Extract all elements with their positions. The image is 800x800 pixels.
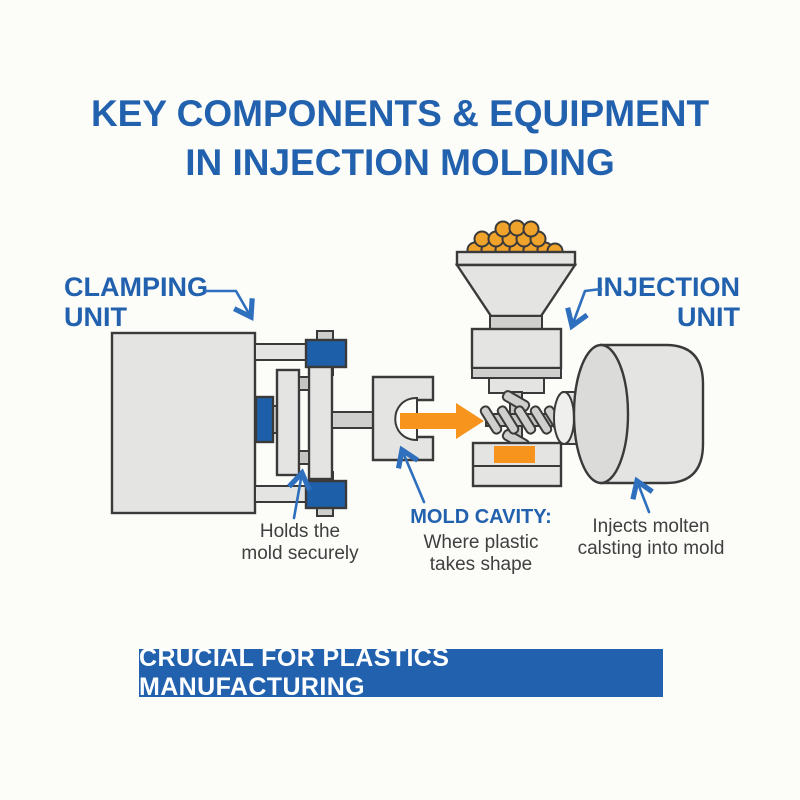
mold-cavity-caption-line1: Where plastic xyxy=(423,531,539,553)
feed-throat xyxy=(488,377,545,394)
clamping-unit-label-line2: UNIT xyxy=(64,302,127,333)
bottom-banner-text: CRUCIAL FOR PLASTICS MANUFACTURING xyxy=(139,644,450,701)
molten-plastic-band xyxy=(494,446,535,463)
clamping-main-block xyxy=(110,331,257,515)
clamping-caption-line1: Holds the xyxy=(259,521,341,542)
platen-link-top xyxy=(298,376,310,391)
motor-cylinder xyxy=(572,343,705,485)
hopper-rim xyxy=(455,250,577,267)
injection-caption: Injects molten calsting into mold xyxy=(557,516,745,561)
heater-block xyxy=(471,441,563,488)
feed-block-band xyxy=(471,367,562,379)
mold-cavity-caption: MOLD CAVITY: Where plastic takes shape xyxy=(395,506,567,576)
mold-cavity-caption-line2: takes shape xyxy=(429,554,533,575)
clamping-unit-label-line1: CLAMPING xyxy=(64,272,208,302)
flow-arrow-icon xyxy=(400,403,484,439)
tie-bar-top xyxy=(254,343,310,361)
platen-link-bottom xyxy=(298,450,310,465)
page-title-line1: KEY COMPONENTS & EQUIPMENT xyxy=(90,93,710,134)
clamping-leader-arrow xyxy=(204,289,255,322)
clamping-unit-label: CLAMPING UNIT xyxy=(64,272,208,332)
mold-connector-bar xyxy=(331,411,374,429)
hopper-neck xyxy=(489,315,543,330)
bottom-blue-nut xyxy=(304,479,348,510)
injection-unit-label-line2: UNIT xyxy=(677,302,740,333)
clamping-caption-line2: mold securely xyxy=(241,543,359,565)
bottom-banner: CRUCIAL FOR PLASTICS MANUFACTURING xyxy=(139,644,663,701)
mold-cavity-title: MOLD CAVITY: xyxy=(410,506,552,528)
fixed-platen xyxy=(307,365,334,481)
holds-mold-leader-arrow xyxy=(287,468,312,520)
injection-unit-label-line1: INJECTION xyxy=(595,272,740,302)
page-title: KEY COMPONENTS & EQUIPMENT IN INJECTION … xyxy=(0,90,800,188)
hopper-funnel xyxy=(454,263,578,318)
clamping-caption: Holds the mold securely xyxy=(210,521,390,566)
hydraulic-piston xyxy=(254,395,275,444)
injection-unit-drawing xyxy=(454,219,705,488)
tie-bar-bottom xyxy=(254,485,310,503)
mold-drawing xyxy=(371,375,484,462)
injection-caption-line2: calsting into mold xyxy=(577,538,725,560)
mold-cavity-leader-arrow xyxy=(395,445,426,504)
clamping-unit-drawing xyxy=(110,330,374,517)
moving-platen xyxy=(275,368,301,477)
injects-leader-arrow xyxy=(630,476,654,514)
hopper xyxy=(454,250,578,330)
top-blue-nut xyxy=(304,338,348,369)
injection-leader-arrow xyxy=(565,287,603,331)
injection-caption-line1: Injects molten xyxy=(592,516,710,537)
injection-unit-label: INJECTION UNIT xyxy=(596,272,740,332)
page-title-line2: IN INJECTION MOLDING xyxy=(185,141,615,183)
feed-block xyxy=(470,327,563,370)
